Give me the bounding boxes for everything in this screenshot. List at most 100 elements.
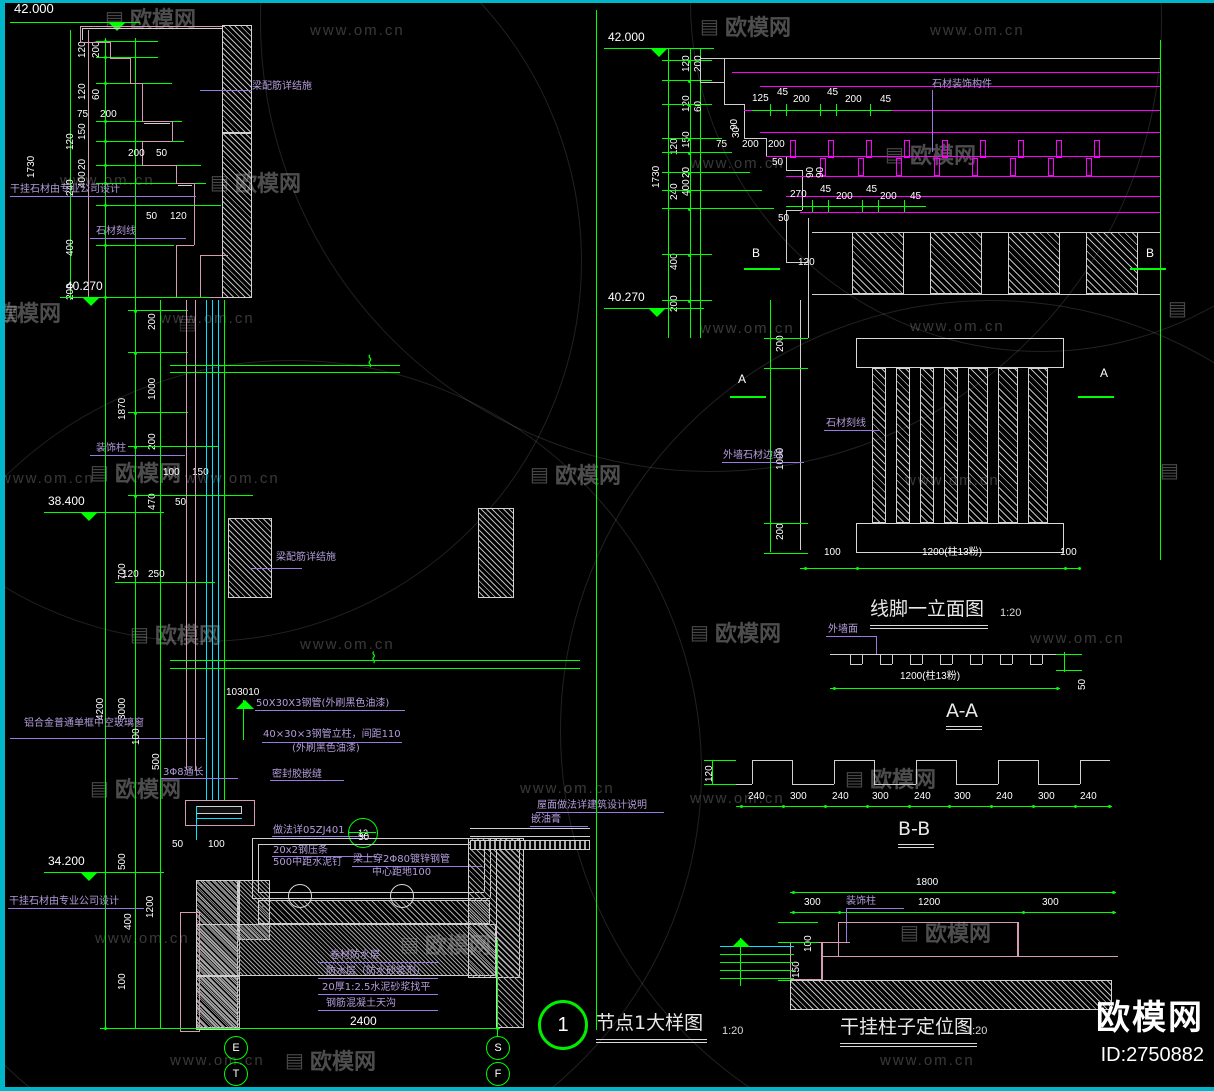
- column-capital: [856, 338, 1064, 368]
- watermark-url: www.om.cn: [300, 636, 395, 653]
- elevation-scale: 1:20: [1000, 607, 1022, 619]
- elevation-right-second: 40.270: [608, 290, 645, 304]
- viewport-edge-top: [0, 0, 1214, 3]
- note-putty: 嵌油膏: [531, 814, 561, 825]
- column-flute: [968, 368, 988, 523]
- note-pipe-center: 中心距地100: [372, 867, 432, 878]
- dim-value: 240: [996, 791, 1013, 802]
- dim-value: 500: [151, 753, 162, 770]
- note-alu-window: 铝合金普通单框中空玻璃窗: [24, 718, 144, 730]
- dim-value: 200: [880, 191, 897, 202]
- dim-value: 100: [824, 547, 841, 558]
- column-flute: [998, 368, 1018, 523]
- dim-value: 120: [170, 211, 187, 222]
- stone-band: [930, 232, 982, 294]
- plan-column-body: [838, 922, 1018, 956]
- dim-bottom: 1200(柱13粉): [922, 547, 983, 558]
- dim-value: 400: [669, 253, 680, 270]
- note-beam-rebar-2: 梁配筋详结施: [276, 552, 336, 563]
- watermark-brand: 欧模网: [310, 1050, 377, 1075]
- note-beam-pipe: 梁上穿2Φ80镀锌钢管: [353, 854, 450, 865]
- axis-label: T: [232, 1068, 240, 1080]
- dim-value: 60: [91, 88, 102, 100]
- note-layer2: 防水层（防水砂浆剂）: [326, 966, 426, 977]
- dim-value: 150: [192, 467, 209, 478]
- dim-value: 120: [77, 41, 88, 58]
- note-roof: 屋面做法详建筑设计说明: [537, 800, 647, 811]
- note-layer1: 卷材防水层: [330, 950, 380, 961]
- dim-aa-width: 1200(柱13粉): [900, 671, 961, 682]
- dim-value: 200: [775, 523, 786, 540]
- dim-value: 75: [716, 139, 728, 150]
- dim-value: 300: [1042, 897, 1059, 908]
- dim-value: 240: [669, 183, 680, 200]
- section-mark-b-right: B: [1146, 246, 1155, 260]
- dim-value: 200: [742, 139, 759, 150]
- watermark-url: www.om.cn: [880, 1052, 975, 1069]
- dim-value: 45: [827, 87, 839, 98]
- brand-sofa-icon: ▤: [690, 622, 709, 644]
- watermark-brand: 欧模网: [555, 464, 622, 489]
- axis-label: E: [232, 1042, 240, 1054]
- dim-value: 200: [845, 94, 862, 105]
- dim-value: 50: [772, 157, 784, 168]
- dim-value: 50: [778, 213, 790, 224]
- watermark-id: ID:2750882: [1100, 1044, 1204, 1066]
- watermark-brand: 欧模网: [130, 8, 197, 33]
- watermark-url: www.om.cn: [95, 930, 190, 947]
- brand-sofa-icon: ▤: [530, 464, 549, 486]
- watermark-url: www.om.cn: [0, 470, 95, 487]
- section-mark-b-left: B: [752, 246, 761, 260]
- note-wall-stone-edge: 外墙石材边线: [723, 450, 783, 461]
- dim-value: 120: [681, 55, 692, 72]
- stone-band: [1086, 232, 1138, 294]
- watermark-url: www.om.cn: [170, 1052, 265, 1069]
- dim-overall-bottom: 2400: [350, 1014, 377, 1028]
- axis-marker-f: F: [486, 1062, 510, 1086]
- axis-marker-e: E: [224, 1036, 248, 1060]
- dim-value: 50: [175, 497, 187, 508]
- watermark-url: www.om.cn: [1030, 630, 1125, 647]
- note-steel-post: 40×30×3钢管立柱，间距110: [263, 729, 401, 740]
- note-layer3: 20厚1:2.5水泥砂浆找平: [322, 982, 431, 993]
- dim-value: 400: [123, 913, 134, 930]
- dim-value: 300: [1038, 791, 1055, 802]
- dim-value: 200: [836, 191, 853, 202]
- dim-value: 240: [748, 791, 765, 802]
- dim-value: 270: [790, 189, 807, 200]
- note-sealant: 密封胶嵌缝: [272, 769, 322, 780]
- column-base: [856, 523, 1064, 553]
- dim-value: 200: [669, 295, 680, 312]
- watermark-url: www.om.cn: [520, 780, 615, 797]
- note-dry-hang-2: 干挂石材由专业公司设计: [9, 896, 119, 907]
- dim-overall-right: 1730: [651, 165, 662, 188]
- note-press-bar: 20x2钢压条: [273, 845, 329, 856]
- column-flute: [872, 368, 886, 523]
- viewport-edge-bottom: [0, 1087, 1214, 1091]
- dim-value: 200: [128, 148, 145, 159]
- note-stone-groove-right: 石材刻线: [826, 418, 866, 429]
- elevation-third: 38.400: [48, 494, 85, 508]
- dim-bb-height: 120: [704, 765, 715, 782]
- dim-value: 90: [815, 166, 826, 178]
- dim-value: 100: [803, 935, 814, 952]
- dim-value: 60: [693, 100, 704, 112]
- note-decor-column-plan: 装饰柱: [846, 896, 876, 907]
- column-flute: [920, 368, 934, 523]
- dim-value: 120: [122, 569, 139, 580]
- dim-value: 200: [768, 139, 785, 150]
- dim-value: 240: [914, 791, 931, 802]
- detail-number: 1: [557, 1013, 569, 1036]
- dim-value: 200: [147, 313, 158, 330]
- dim-value: 500: [117, 853, 128, 870]
- dim-value: 300: [872, 791, 889, 802]
- note-layer4: 钢筋混凝土天沟: [326, 998, 396, 1009]
- watermark-brand-large: 欧模网: [1096, 998, 1204, 1038]
- note-alu-window-text: 铝合金普通单框中空玻璃窗: [24, 718, 144, 729]
- pipe-section: [288, 884, 312, 908]
- plan-base-hatch: [790, 980, 1112, 1010]
- dim-value: 300: [954, 791, 971, 802]
- detail-number-bubble: 1: [538, 1000, 588, 1050]
- concrete-wall: [222, 133, 252, 298]
